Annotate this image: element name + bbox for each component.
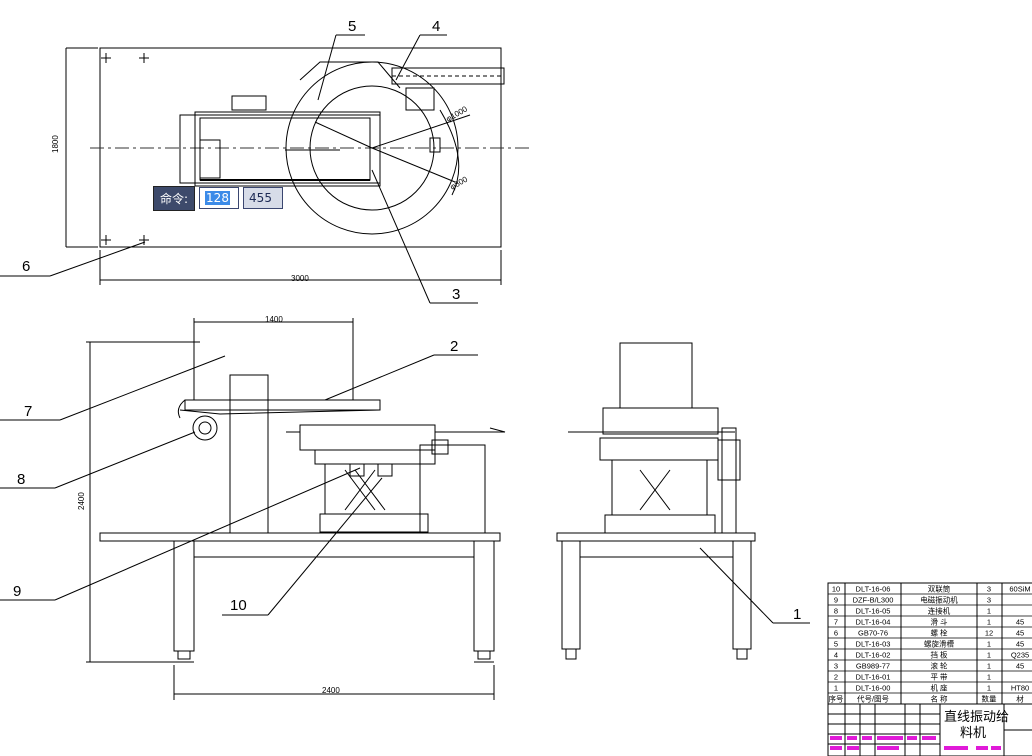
bom-cell-qty: 1 [987, 607, 991, 616]
bom-cell-code: DLT-16-03 [856, 640, 891, 649]
dim-dia-small: φ800 [449, 174, 470, 191]
bom-cell-qty: 数量 [982, 694, 997, 704]
balloon-10: 10 [230, 597, 247, 614]
bom-cell-name: 螺 栓 [930, 628, 948, 638]
bom-cell-mat: HT80 [1011, 684, 1029, 693]
bom-cell-name: 名 称 [930, 694, 948, 704]
coordinate-x-value: 128 [205, 191, 230, 205]
bom-cell-mat: 45 [1016, 662, 1024, 671]
balloon-1: 1 [793, 606, 801, 623]
bom-cell-code: DLT-16-05 [856, 607, 891, 616]
bom-cell-name: 连接机 [928, 606, 951, 616]
dim-side-span: 1400 [265, 315, 283, 324]
balloon-7: 7 [24, 403, 32, 420]
plan-view [65, 47, 530, 285]
balloon-6: 6 [22, 258, 30, 275]
bom-cell-qty: 3 [987, 596, 991, 605]
bom-cell-mat: Q235 [1011, 651, 1029, 660]
bom-cell-mat: 45 [1016, 640, 1024, 649]
bom-cell-no: 1 [834, 684, 838, 693]
bom-cell-code: DZF-B/L300 [853, 596, 894, 605]
bom-cell-name: 挡 板 [930, 650, 948, 660]
dim-plan-height: 1800 [51, 135, 60, 153]
coordinate-x-input[interactable]: 128 [199, 187, 240, 209]
dim-dia-large: φ1000 [445, 104, 470, 124]
bom-cell-name: 滚 轮 [930, 661, 948, 671]
bom-cell-mat: 60SiM [1009, 585, 1030, 594]
side-view [556, 342, 756, 660]
bom-cell-name: 机 座 [930, 683, 948, 693]
bom-cell-qty: 1 [987, 618, 991, 627]
drawing-title-line2: 料机 [960, 725, 986, 740]
bom-cell-name: 双联筒 [928, 584, 951, 594]
bom-cell-no: 4 [834, 651, 838, 660]
bom-cell-qty: 1 [987, 651, 991, 660]
bom-cell-name: 螺旋滑槽 [924, 639, 954, 649]
bom-cell-mat: 材 [1016, 694, 1024, 704]
bom-cell-qty: 12 [985, 629, 993, 638]
coordinate-y-input[interactable]: 455 [243, 187, 284, 209]
drawing-title-line1: 直线振动给 [944, 709, 1009, 724]
bom-cell-mat: 45 [1016, 618, 1024, 627]
bom-cell-code: DLT-16-02 [856, 651, 891, 660]
balloon-4: 4 [432, 18, 440, 35]
bom-cell-no: 5 [834, 640, 838, 649]
bom-cell-qty: 1 [987, 640, 991, 649]
bom-cell-code: DLT-16-00 [856, 684, 891, 693]
balloon-5: 5 [348, 18, 356, 35]
bom-cell-code: DLT-16-06 [856, 585, 891, 594]
bom-cell-qty: 3 [987, 585, 991, 594]
bom-cell-no: 序号 [829, 694, 844, 704]
title-block-marks [830, 736, 1001, 750]
bom-cell-code: DLT-16-04 [856, 618, 891, 627]
title-block [827, 703, 1032, 756]
bom-cell-code: GB70-76 [858, 629, 888, 638]
bom-cell-name: 平 带 [930, 673, 948, 682]
dim-leg-span: 2400 [322, 686, 340, 695]
bom-cell-code: DLT-16-01 [856, 673, 891, 682]
bom-cell-no: 3 [834, 662, 838, 671]
balloon-3: 3 [452, 286, 460, 303]
command-label: 命令: [153, 185, 196, 211]
bom-cell-qty: 1 [987, 673, 991, 682]
bom-cell-no: 8 [834, 607, 838, 616]
balloon-labels: 5 4 6 3 2 7 8 9 10 1 [13, 18, 801, 623]
balloon-9: 9 [13, 583, 21, 600]
bom-cell-no: 10 [832, 585, 840, 594]
bom-cell-name: 电磁振动机 [920, 595, 958, 605]
bom-cell-name: 滑 斗 [930, 617, 948, 627]
bom-cell-no: 6 [834, 629, 838, 638]
dim-plan-width: 3000 [291, 274, 309, 283]
bom-cell-no: 9 [834, 596, 838, 605]
bom-cell-qty: 1 [987, 662, 991, 671]
dim-overall-height: 2400 [77, 492, 86, 510]
bom-cell-code: 代号/图号 [857, 694, 889, 704]
front-view [86, 318, 506, 700]
mount-hole-markers [101, 53, 149, 245]
bom-cell-mat: 45 [1016, 629, 1024, 638]
bom-cell-no: 2 [834, 673, 838, 682]
balloon-8: 8 [17, 471, 25, 488]
bom-cell-code: GB989-77 [856, 662, 890, 671]
bom-cell-no: 7 [834, 618, 838, 627]
balloon-2: 2 [450, 338, 458, 355]
balloon-leaders [0, 34, 810, 624]
bom-cell-qty: 1 [987, 684, 991, 693]
command-input-bar[interactable]: 命令: 128 455 [153, 185, 284, 211]
